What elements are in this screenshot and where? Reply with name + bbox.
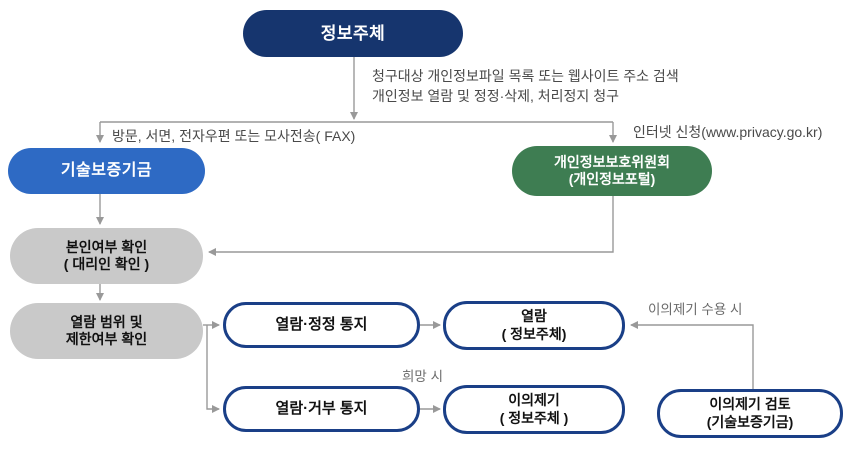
- edge-label-objection-accepted: 이의제기 수용 시: [648, 302, 743, 317]
- node-notice-denial-label: 열람·거부 통지: [275, 399, 368, 417]
- node-objection-line1: 이의제기: [508, 392, 560, 408]
- node-kibo: 기술보증기금: [8, 148, 205, 194]
- node-objection-review: 이의제기 검토 (기술보증기금): [657, 389, 843, 438]
- node-identity-check-line2: ( 대리인 확인 ): [63, 256, 150, 272]
- node-pipc-label-line2: (개인정보포털): [568, 171, 656, 187]
- node-view-line1: 열람: [521, 308, 547, 324]
- node-objection-review-line1: 이의제기 검토: [709, 396, 791, 412]
- node-scope-check: 열람 범위 및 제한여부 확인: [10, 303, 203, 359]
- node-notice-correction-label: 열람·정정 통지: [275, 315, 368, 333]
- edge-label-online-channel: 인터넷 신청(www.privacy.go.kr): [633, 124, 823, 140]
- node-scope-check-line2: 제한여부 확인: [65, 331, 148, 347]
- node-objection-review-line2: (기술보증기금): [706, 413, 794, 430]
- node-pipc: 개인정보보호위원회 (개인정보포털): [512, 146, 712, 196]
- node-objection: 이의제기 ( 정보주체 ): [443, 385, 625, 434]
- edge-label-offline-channel: 방문, 서면, 전자우편 또는 모사전송( FAX): [112, 128, 356, 144]
- edge-label-if-desired: 희망 시: [402, 369, 444, 384]
- node-objection-line2: ( 정보주체 ): [499, 409, 569, 426]
- node-info-subject: 정보주체: [243, 10, 463, 57]
- node-scope-check-line1: 열람 범위 및: [70, 313, 143, 330]
- node-notice-correction: 열람·정정 통지: [223, 302, 420, 348]
- node-identity-check-line1: 본인여부 확인: [65, 238, 148, 255]
- node-notice-denial: 열람·거부 통지: [223, 386, 420, 432]
- edge-label-request-line1: 청구대상 개인정보파일 목록 또는 웹사이트 주소 검색: [372, 68, 679, 84]
- edge-label-request-methods: 청구대상 개인정보파일 목록 또는 웹사이트 주소 검색 개인정보 열람 및 정…: [372, 66, 679, 107]
- node-identity-check: 본인여부 확인 ( 대리인 확인 ): [10, 228, 203, 284]
- node-info-subject-label: 정보주체: [320, 23, 386, 43]
- edge-label-request-line2: 개인정보 열람 및 정정·삭제, 처리정지 청구: [372, 88, 619, 105]
- node-kibo-label: 기술보증기금: [60, 162, 153, 179]
- node-view: 열람 ( 정보주체): [443, 301, 625, 350]
- node-pipc-label-line1: 개인정보보호위원회: [554, 153, 670, 170]
- node-view-line2: ( 정보주체): [501, 325, 567, 342]
